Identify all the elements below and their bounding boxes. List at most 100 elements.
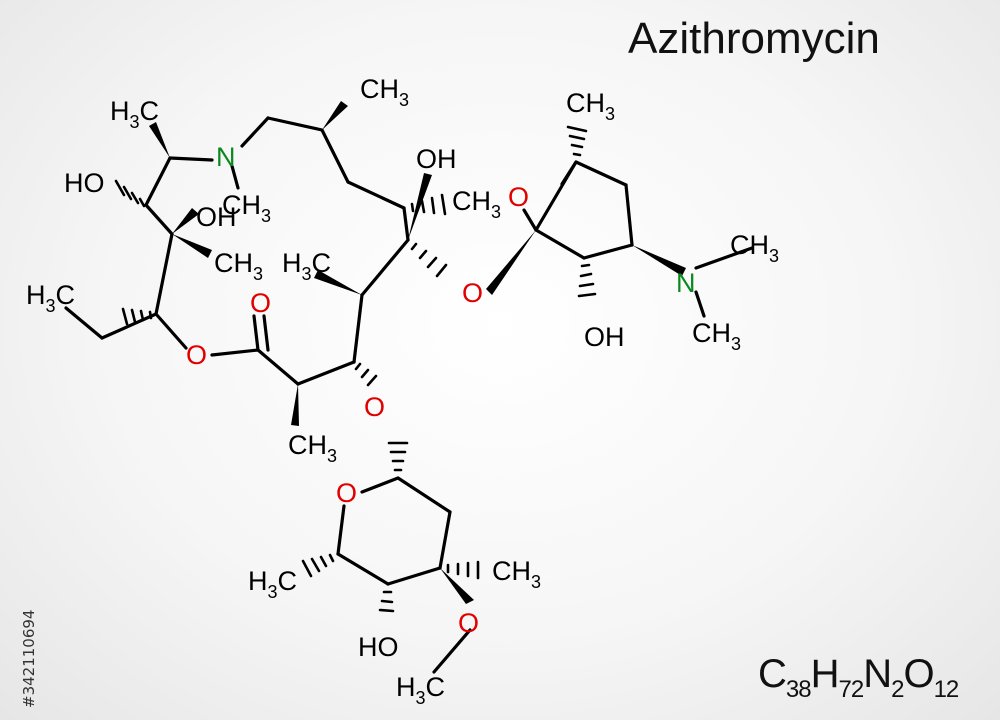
wedge — [486, 230, 536, 295]
bond — [144, 156, 172, 207]
bond — [154, 312, 188, 350]
atom-h3c-top: H3C — [110, 96, 159, 132]
atom-h3c-sugar-2: H3C — [248, 566, 297, 602]
hash — [577, 292, 597, 298]
bond — [266, 116, 324, 132]
bond — [144, 203, 174, 236]
atom-ch3-top: CH3 — [360, 74, 409, 110]
bond — [100, 312, 158, 340]
atom-ch3-n1: CH3 — [222, 190, 271, 226]
hash — [566, 125, 588, 133]
bond — [360, 476, 400, 494]
hash — [578, 282, 595, 288]
bond — [336, 552, 390, 586]
formula-c-count: 38 — [785, 676, 812, 703]
hash — [378, 608, 395, 613]
hash — [570, 143, 584, 149]
wedge-bonds — [149, 101, 686, 604]
hash — [310, 557, 321, 573]
bond — [360, 238, 410, 297]
formula-o-count: 12 — [933, 676, 960, 703]
hash — [138, 197, 146, 208]
wedge — [172, 234, 212, 258]
formula-h-count: 72 — [838, 676, 864, 703]
bond — [336, 504, 346, 556]
atom-h3c-methoxy: H3C — [396, 672, 445, 708]
bond — [240, 116, 270, 148]
hash — [121, 307, 129, 326]
bond — [402, 206, 410, 242]
atom-h3c-mid: H3C — [282, 248, 331, 284]
wedge — [322, 101, 348, 130]
formula-c: C — [758, 652, 787, 696]
bond — [438, 510, 452, 570]
bond — [522, 208, 538, 232]
hash — [380, 599, 394, 604]
bond — [582, 243, 634, 260]
atom-labels: H3C CH3 N CH3 HO OH CH3 H3C O O CH3 OH C… — [26, 74, 779, 708]
bond — [296, 360, 356, 386]
hash — [440, 193, 447, 216]
atom-o-link-2: O — [364, 392, 385, 422]
bond — [346, 180, 406, 210]
atom-ch3-sugar-2: CH3 — [492, 556, 541, 592]
wedge — [172, 208, 199, 234]
hashed-bonds — [114, 125, 597, 613]
hash — [572, 152, 582, 157]
atom-nitrogen-2: N — [676, 268, 696, 298]
formula-o: O — [903, 652, 934, 696]
atom-o-ring-1: O — [508, 182, 529, 212]
bond — [230, 164, 240, 190]
hash — [122, 185, 133, 201]
hash — [430, 196, 436, 215]
formula-n: N — [863, 652, 892, 696]
molecular-formula: C38H72N2O12 — [758, 652, 960, 704]
atom-o-ester: O — [186, 340, 207, 370]
atom-oh-mid: OH — [196, 202, 237, 232]
bond — [534, 228, 586, 260]
hash — [410, 242, 418, 251]
hash — [579, 272, 593, 278]
bond — [396, 476, 452, 514]
atom-ch3-low: CH3 — [288, 430, 337, 466]
atom-ch3-sugar-1: CH3 — [566, 88, 615, 124]
hash — [580, 263, 591, 268]
hash — [420, 199, 426, 214]
bond — [210, 348, 260, 357]
bond — [252, 314, 260, 352]
hash — [328, 553, 335, 563]
hash — [360, 368, 370, 379]
atom-ch3-quaternary: CH3 — [452, 186, 501, 222]
formula-n-count: 2 — [891, 676, 904, 703]
bond — [694, 290, 706, 318]
hash — [301, 559, 313, 578]
atom-h3c-left: H3C — [26, 280, 75, 316]
atom-oh-sugar-1: OH — [584, 322, 625, 352]
wedge — [408, 173, 432, 240]
atom-ch3-n2-b: CH3 — [692, 318, 741, 354]
hash — [130, 308, 137, 324]
atom-ch3-n2-a: CH3 — [730, 230, 779, 266]
wedge — [149, 122, 170, 158]
hash — [568, 134, 586, 141]
wedge — [440, 568, 474, 604]
bonds — [64, 116, 754, 674]
formula-h: H — [810, 652, 840, 696]
hash — [418, 249, 428, 260]
atom-ho-left: HO — [64, 168, 105, 198]
hash — [410, 202, 415, 213]
wedge — [291, 384, 299, 426]
bond — [154, 232, 174, 316]
atom-oh-top: OH — [416, 144, 457, 174]
hash — [435, 263, 448, 278]
bond — [168, 156, 214, 162]
wedge — [632, 245, 686, 276]
bond — [262, 314, 270, 352]
molecule-title: Azithromycin — [628, 14, 880, 63]
bond — [352, 293, 364, 364]
bond — [386, 566, 442, 586]
atom-ho-sugar-2: HO — [358, 632, 399, 662]
atom-nitrogen-1: N — [216, 142, 236, 172]
